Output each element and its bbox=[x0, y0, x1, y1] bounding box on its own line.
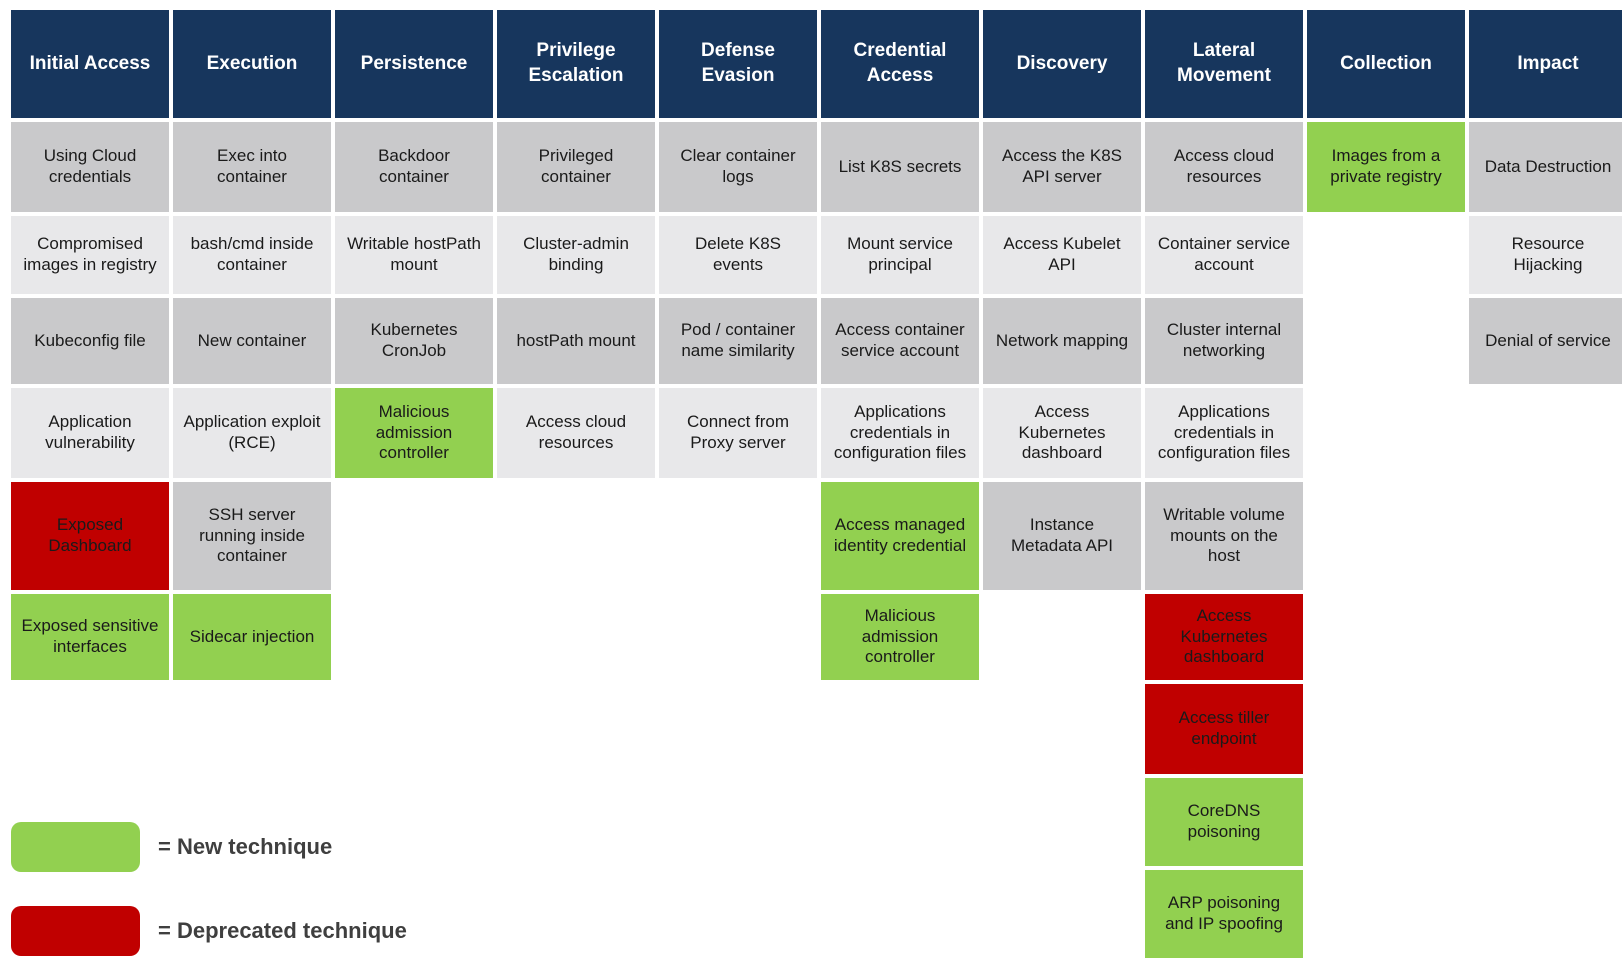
technique-cell: New container bbox=[173, 298, 331, 384]
technique-cell: Privileged container bbox=[497, 122, 655, 212]
deprecated-technique-swatch bbox=[11, 906, 140, 956]
column-header: Execution bbox=[173, 10, 331, 118]
legend-row-new: = New technique bbox=[11, 822, 407, 872]
technique-cell: Access managed identity credential bbox=[821, 482, 979, 590]
technique-cell: Data Destruction bbox=[1469, 122, 1622, 212]
technique-cell: SSH server running inside container bbox=[173, 482, 331, 590]
column-header: Collection bbox=[1307, 10, 1465, 118]
technique-cell: Resource Hijacking bbox=[1469, 216, 1622, 294]
column-header: Privilege Escalation bbox=[497, 10, 655, 118]
technique-cell: Application vulnerability bbox=[11, 388, 169, 478]
column-header: Initial Access bbox=[11, 10, 169, 118]
technique-cell: Container service account bbox=[1145, 216, 1303, 294]
technique-cell: List K8S secrets bbox=[821, 122, 979, 212]
column-header: Credential Access bbox=[821, 10, 979, 118]
technique-cell: Access cloud resources bbox=[1145, 122, 1303, 212]
column-header: Lateral Movement bbox=[1145, 10, 1303, 118]
technique-cell: Writable volume mounts on the host bbox=[1145, 482, 1303, 590]
technique-cell: ARP poisoning and IP spoofing bbox=[1145, 870, 1303, 958]
legend-row-deprecated: = Deprecated technique bbox=[11, 906, 407, 956]
technique-cell: Kubeconfig file bbox=[11, 298, 169, 384]
technique-cell: Backdoor container bbox=[335, 122, 493, 212]
technique-cell: Network mapping bbox=[983, 298, 1141, 384]
legend: = New technique = Deprecated technique bbox=[11, 822, 407, 978]
new-technique-label: = New technique bbox=[158, 834, 333, 859]
technique-cell: Clear container logs bbox=[659, 122, 817, 212]
technique-cell: Compromised images in registry bbox=[11, 216, 169, 294]
technique-cell: Sidecar injection bbox=[173, 594, 331, 680]
technique-cell: Images from a private registry bbox=[1307, 122, 1465, 212]
technique-cell: Exposed Dashboard bbox=[11, 482, 169, 590]
technique-cell: CoreDNS poisoning bbox=[1145, 778, 1303, 866]
technique-cell: Applications credentials in configuratio… bbox=[1145, 388, 1303, 478]
technique-cell: Pod / container name similarity bbox=[659, 298, 817, 384]
deprecated-technique-label: = Deprecated technique bbox=[158, 918, 407, 943]
column-header: Discovery bbox=[983, 10, 1141, 118]
technique-cell: Using Cloud credentials bbox=[11, 122, 169, 212]
technique-cell: Access Kubernetes dashboard bbox=[983, 388, 1141, 478]
technique-cell: Access tiller endpoint bbox=[1145, 684, 1303, 774]
technique-cell: Cluster internal networking bbox=[1145, 298, 1303, 384]
technique-cell: Malicious admission controller bbox=[821, 594, 979, 680]
technique-cell: Access Kubelet API bbox=[983, 216, 1141, 294]
technique-cell: Cluster-admin binding bbox=[497, 216, 655, 294]
technique-cell: Denial of service bbox=[1469, 298, 1622, 384]
technique-cell: Access the K8S API server bbox=[983, 122, 1141, 212]
technique-cell: hostPath mount bbox=[497, 298, 655, 384]
technique-cell: bash/cmd inside container bbox=[173, 216, 331, 294]
technique-cell: Exposed sensitive interfaces bbox=[11, 594, 169, 680]
technique-cell: Exec into container bbox=[173, 122, 331, 212]
technique-cell: Malicious admission controller bbox=[335, 388, 493, 478]
technique-cell: Instance Metadata API bbox=[983, 482, 1141, 590]
column-header: Persistence bbox=[335, 10, 493, 118]
technique-cell: Connect from Proxy server bbox=[659, 388, 817, 478]
technique-cell: Access cloud resources bbox=[497, 388, 655, 478]
technique-cell: Applications credentials in configuratio… bbox=[821, 388, 979, 478]
technique-cell: Writable hostPath mount bbox=[335, 216, 493, 294]
column-header: Defense Evasion bbox=[659, 10, 817, 118]
technique-cell: Access container service account bbox=[821, 298, 979, 384]
column-header: Impact bbox=[1469, 10, 1622, 118]
technique-cell: Kubernetes CronJob bbox=[335, 298, 493, 384]
technique-cell: Application exploit (RCE) bbox=[173, 388, 331, 478]
technique-cell: Delete K8S events bbox=[659, 216, 817, 294]
new-technique-swatch bbox=[11, 822, 140, 872]
technique-cell: Mount service principal bbox=[821, 216, 979, 294]
technique-cell: Access Kubernetes dashboard bbox=[1145, 594, 1303, 680]
